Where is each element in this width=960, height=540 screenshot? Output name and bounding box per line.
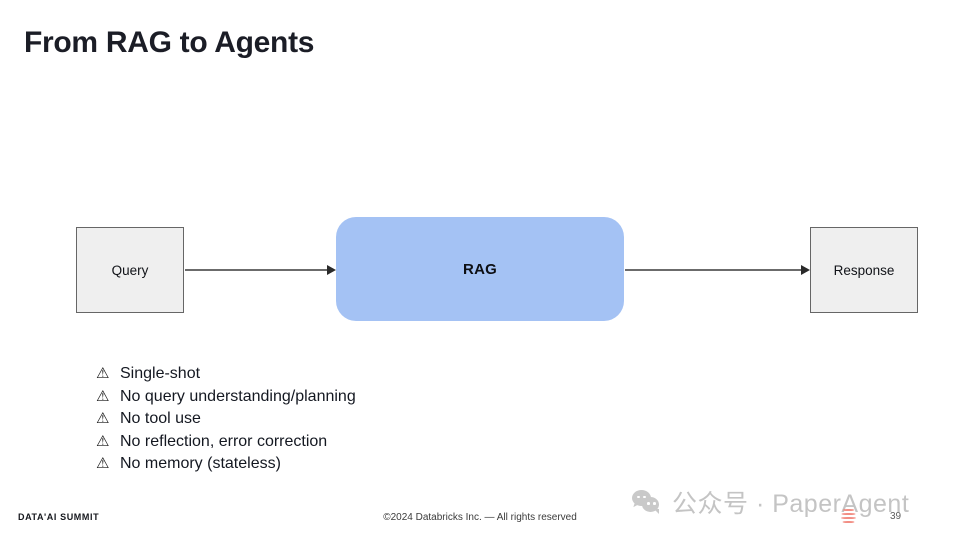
databricks-logo-icon (841, 508, 856, 524)
page-number: 39 (890, 511, 902, 522)
connector-rag-to-response (625, 269, 801, 271)
page-title: From RAG to Agents (24, 26, 315, 59)
connector-query-to-rag (185, 269, 327, 271)
arrowhead-rag-to-response-icon (801, 264, 810, 275)
list-item-label: No memory (stateless) (120, 455, 281, 472)
list-item: ⚠ No tool use (96, 410, 356, 433)
watermark-label: 公众号 · PaperAgent (672, 490, 910, 518)
list-item: ⚠ No memory (stateless) (96, 455, 356, 478)
diagram-node-rag[interactable]: RAG (336, 217, 624, 321)
list-item-label: No tool use (120, 410, 201, 427)
list-item: ⚠ No reflection, error correction (96, 433, 356, 456)
diagram-node-response-label: Response (833, 262, 895, 278)
diagram-node-rag-label: RAG (463, 260, 497, 278)
copyright-notice: ©2024 Databricks Inc. — All rights reser… (383, 512, 577, 523)
warning-triangle-icon: ⚠ (96, 364, 110, 382)
limitations-list: ⚠ Single-shot ⚠ No query understanding/p… (96, 365, 356, 478)
wechat-icon (632, 490, 662, 514)
diagram-node-response[interactable]: Response (810, 227, 918, 313)
warning-triangle-icon: ⚠ (96, 431, 110, 450)
data-ai-summit-logo: DATA'AI SUMMIT (18, 512, 100, 522)
diagram-node-query-label: Query (111, 262, 149, 278)
list-item: ⚠ Single-shot (96, 365, 356, 388)
diagram-node-query[interactable]: Query (76, 227, 184, 313)
watermark: 公众号 · PaperAgent (632, 484, 909, 520)
warning-triangle-icon: ⚠ (96, 386, 110, 405)
warning-triangle-icon: ⚠ (96, 409, 110, 427)
list-item-label: Single-shot (120, 365, 201, 382)
list-item-label: No reflection, error correction (120, 432, 328, 450)
list-item: ⚠ No query understanding/planning (96, 388, 356, 411)
warning-triangle-icon: ⚠ (96, 454, 110, 472)
list-item-label: No query understanding/planning (120, 387, 356, 405)
arrowhead-query-to-rag-icon (327, 264, 336, 275)
